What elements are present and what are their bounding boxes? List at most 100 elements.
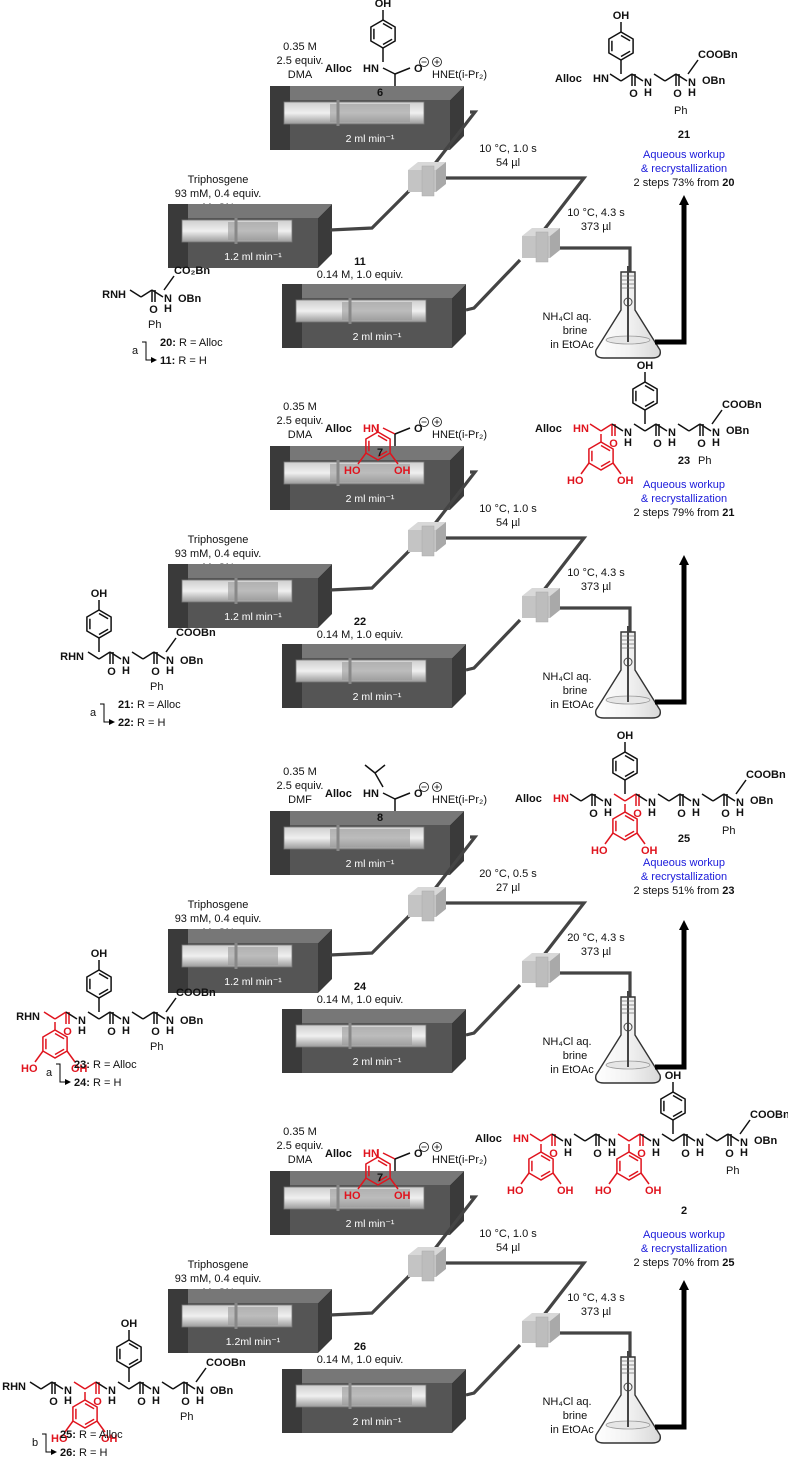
backbone-bond	[84, 1381, 97, 1390]
oh-bond	[636, 832, 646, 845]
carboxylate-o: O	[414, 788, 423, 800]
tubing-mixer1-to-mixer2	[440, 1261, 588, 1321]
oxygen-label: O	[697, 438, 706, 450]
tubing-amine-to-mixer2	[465, 983, 522, 1037]
backbone-bond	[29, 1381, 42, 1390]
minus-charge-icon	[419, 417, 429, 427]
carboxyl-bond	[394, 427, 411, 435]
alloc-label: Alloc	[325, 1148, 352, 1160]
drop-icon	[623, 1382, 633, 1392]
aa-concentration: 0.35 M	[283, 401, 317, 413]
backbone-bond	[716, 1133, 729, 1142]
amine-concentration: 0.14 M, 1.0 equiv.	[317, 994, 404, 1006]
yield-text: 2 steps 79% from 21	[634, 507, 735, 519]
oxygen-label: O	[589, 808, 598, 820]
syringe-plunger	[228, 582, 278, 600]
pump-top	[168, 204, 332, 218]
backbone-bond	[109, 1011, 122, 1020]
oh-bond	[612, 462, 622, 475]
product-compound-number: 23	[678, 455, 690, 467]
aromatic-bond	[54, 1048, 65, 1056]
backbone-bond	[573, 1133, 586, 1142]
mixer-side	[550, 1313, 560, 1343]
quench-flask	[594, 1351, 662, 1444]
tubing-mixer2-to-flask	[550, 1331, 632, 1357]
backbone-bond	[679, 793, 692, 802]
oh-label: OH	[617, 730, 634, 742]
workup-line-2: & recrystallization	[641, 871, 727, 883]
yield-source: 25	[722, 1257, 734, 1269]
syringe-plunger	[342, 1387, 412, 1405]
oh-label: OH	[645, 1185, 662, 1197]
workup-line-1: Aqueous workup	[643, 1229, 725, 1241]
sm-cmpd-1: 23:	[74, 1059, 90, 1071]
pump-top	[270, 811, 464, 825]
backbone-bond	[705, 1133, 718, 1142]
flow-rate-label: 2 ml min⁻¹	[353, 1056, 402, 1068]
phenyl-label: Ph	[180, 1411, 193, 1423]
backbone-bond	[635, 793, 648, 802]
minus-charge-icon	[419, 782, 429, 792]
backbone-bond	[657, 793, 670, 802]
mixer2-conditions: 20 °C, 4.3 s	[567, 932, 625, 944]
quench-reagent: NH₄Cl aq.	[542, 1396, 591, 1408]
backbone-bond	[569, 793, 582, 802]
ho-bond	[520, 1172, 530, 1185]
amine-label: HN	[363, 63, 379, 75]
product-compound-number: 21	[678, 129, 690, 141]
nh-label: N	[152, 1385, 160, 1397]
r-group-label: RHN	[2, 1381, 26, 1393]
product-ph-label: Ph	[722, 825, 735, 837]
aromatic-bond	[672, 1094, 683, 1102]
pump-top	[282, 644, 466, 658]
oh-bond	[389, 1177, 399, 1190]
sm-cmpd-1: 21:	[118, 699, 134, 711]
aromatic-bond	[540, 1154, 551, 1162]
backbone-bond	[701, 793, 714, 802]
aa-solvent: DMA	[288, 1154, 313, 1166]
ester-side-chain-label: COOBn	[176, 987, 216, 999]
aromatic-bond	[628, 1170, 639, 1178]
oh-label: OH	[641, 845, 658, 857]
mixer2-conditions: 10 °C, 4.3 s	[567, 207, 625, 219]
mixer1-volume: 54 µl	[496, 1242, 520, 1254]
nh-label: N	[648, 797, 656, 809]
nh-label: N	[166, 1015, 174, 1027]
mixer-side	[550, 588, 560, 618]
carboxylate-o: O	[414, 63, 423, 75]
aromatic-bond	[382, 22, 393, 30]
oxygen-label: O	[593, 1148, 602, 1160]
product-obn-label: OBn	[754, 1135, 778, 1147]
pump-side	[450, 811, 464, 875]
flow-rate-label: 1.2ml min⁻¹	[226, 1336, 281, 1348]
triphosgene-concentration: 93 mM, 0.4 equiv.	[175, 548, 262, 560]
aromatic-bond	[98, 612, 109, 620]
aromatic-bond	[540, 1170, 551, 1178]
mixer2-conditions: 10 °C, 4.3 s	[567, 567, 625, 579]
workup-line-2: & recrystallization	[641, 493, 727, 505]
sm-line-2: 24: R = H	[74, 1077, 121, 1089]
quench-brine: brine	[563, 685, 587, 697]
h-label: H	[604, 807, 612, 819]
aa-equivalents: 2.5 equiv.	[277, 55, 324, 67]
salt-counterion: HNEt(i-Pr₂)	[432, 69, 487, 81]
mixer-2	[522, 588, 560, 623]
syringe-plunger	[228, 222, 278, 240]
step-letter: a	[90, 707, 97, 719]
aromatic-bond	[600, 444, 611, 452]
nh-label: N	[164, 293, 172, 305]
nh-label: N	[740, 1137, 748, 1149]
backbone-bond	[683, 1133, 696, 1142]
backbone-bond	[95, 1381, 108, 1390]
h-label: H	[692, 807, 700, 819]
mixer-block	[421, 890, 435, 922]
nh-label: N	[604, 797, 612, 809]
carboxyl-bond	[394, 1152, 411, 1160]
mixer-block	[535, 591, 549, 623]
aa-compound-number: 6	[377, 87, 383, 99]
minus-charge-icon	[419, 1142, 429, 1152]
aromatic-bond	[377, 1175, 388, 1183]
